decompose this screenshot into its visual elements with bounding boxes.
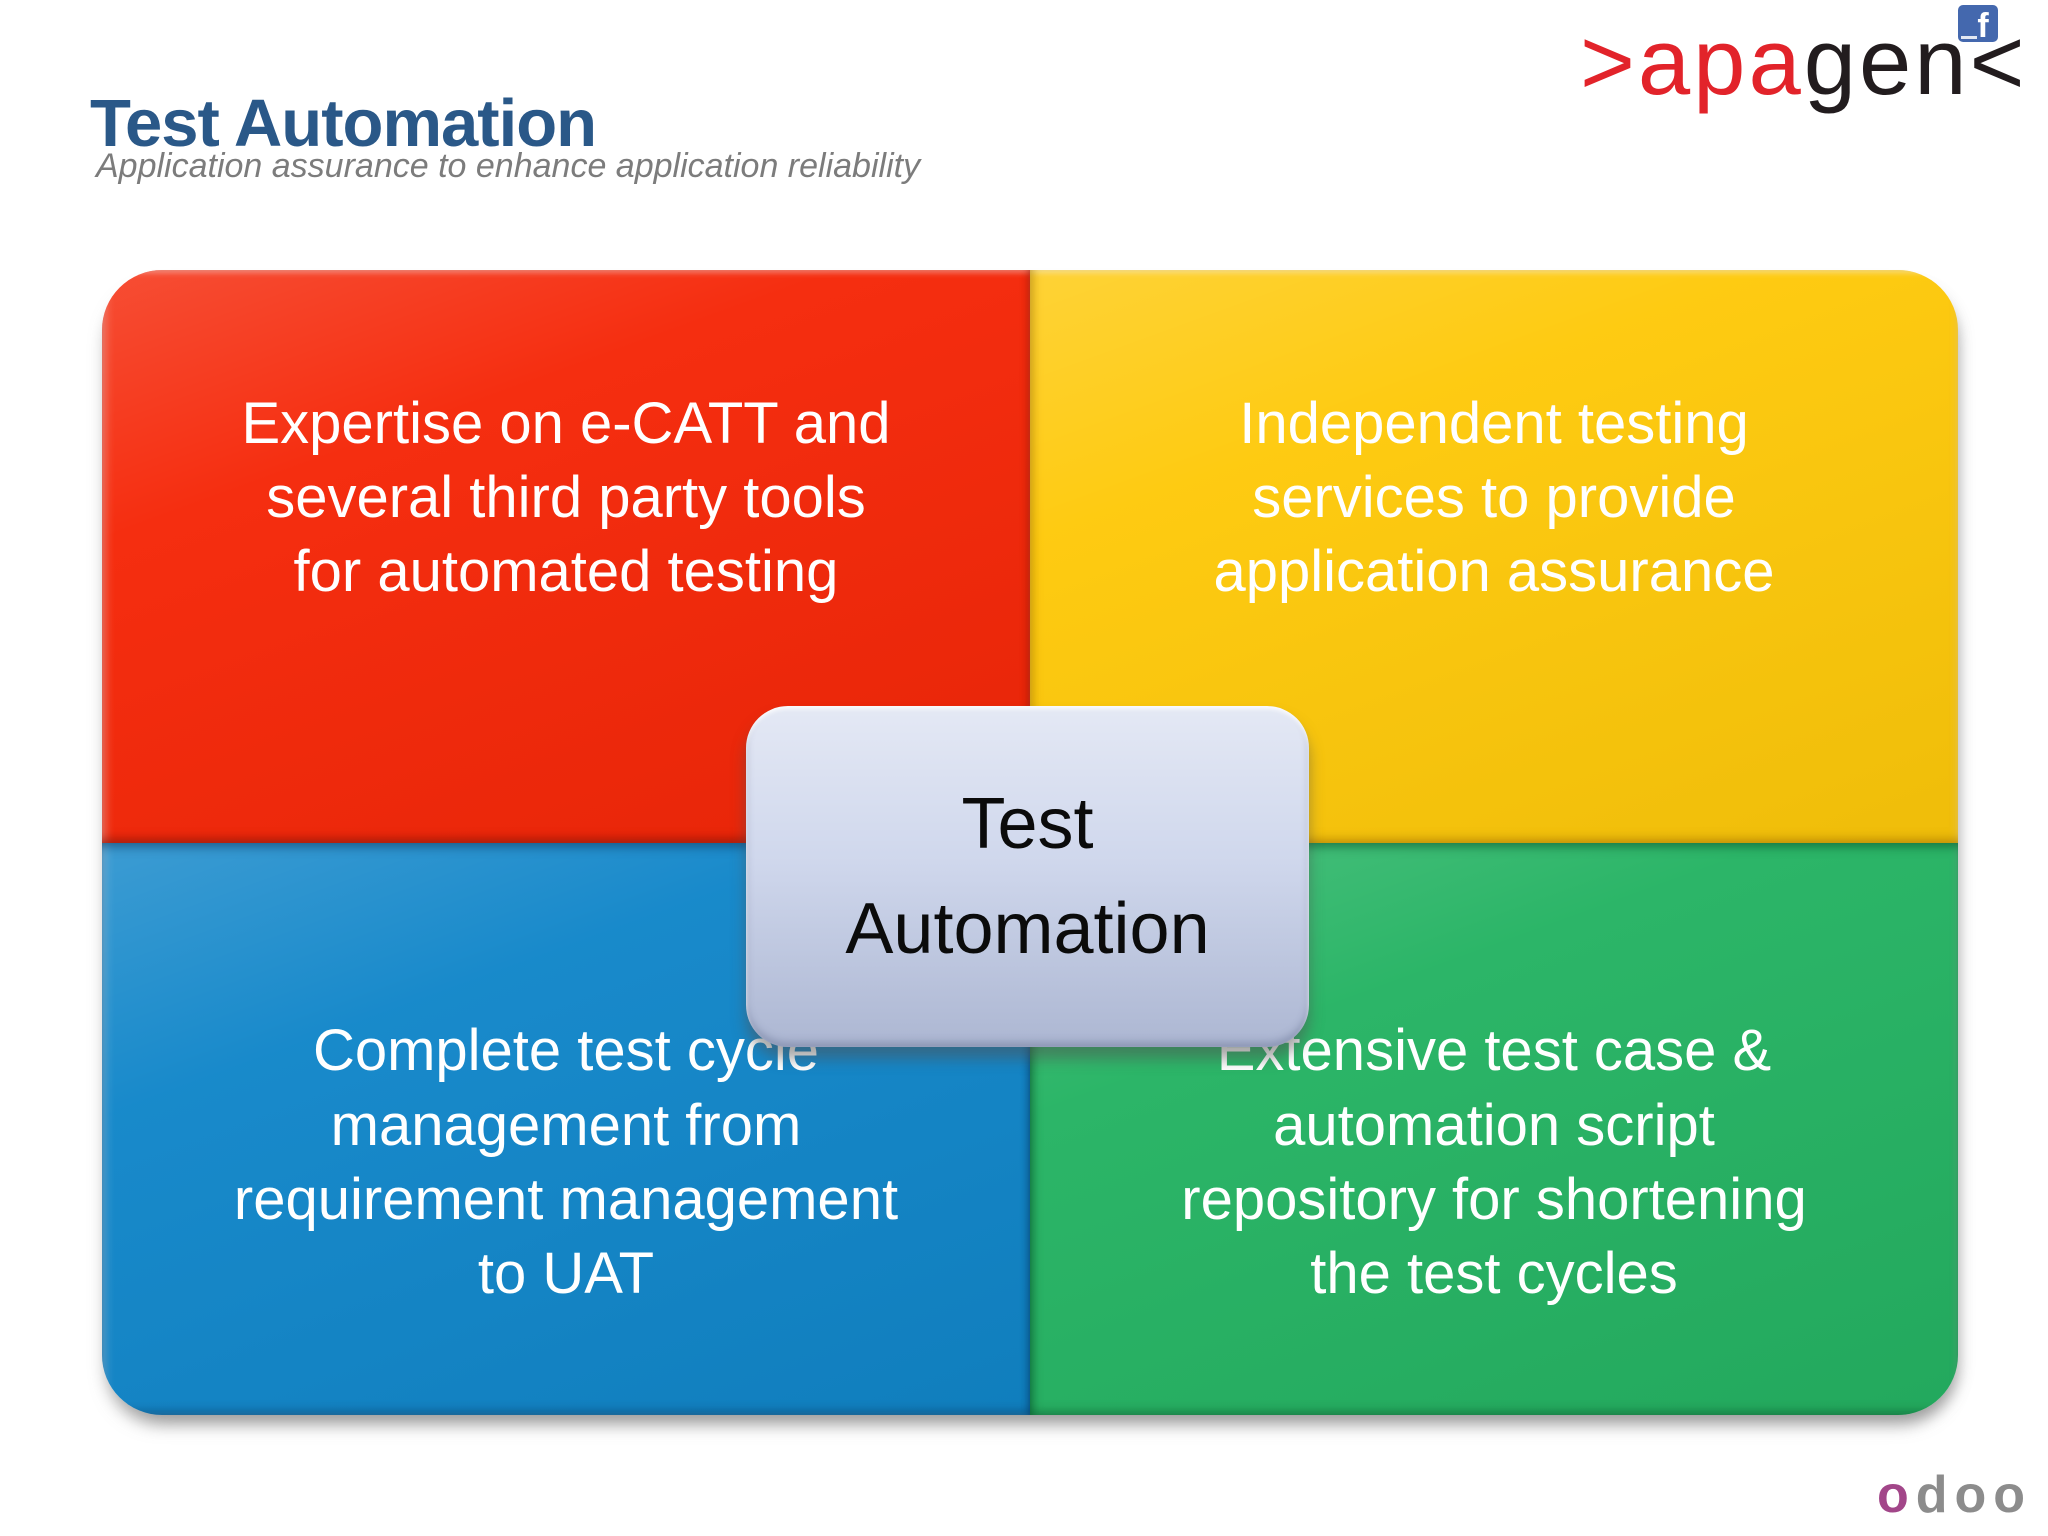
quadrant-independent-testing-text: Independent testing services to provide … xyxy=(1213,390,1775,605)
page-subtitle: Application assurance to enhance applica… xyxy=(96,147,921,185)
center-node-label: Test Automation xyxy=(845,784,1210,969)
quadrant-diagram: Expertise on e-CATT and several third pa… xyxy=(102,270,1958,1415)
facebook-f-glyph: f xyxy=(1977,6,1989,42)
quadrant-script-repository-text: Extensive test case & automation script … xyxy=(1181,1018,1807,1306)
apagen-logo: >apagen< xyxy=(1580,6,2027,118)
odoo-logo-o: o xyxy=(1876,1465,1916,1524)
odoo-logo: odoo xyxy=(1876,1465,2032,1524)
apagen-logo-red-part: >apa xyxy=(1580,9,1804,114)
odoo-logo-doo: doo xyxy=(1915,1465,2032,1524)
quadrant-test-cycle-text: Complete test cycle management from requ… xyxy=(233,1018,899,1306)
facebook-icon: f xyxy=(1958,5,1998,42)
quadrant-expertise-text: Expertise on e-CATT and several third pa… xyxy=(241,390,891,605)
page-title: Test Automation xyxy=(90,85,597,161)
quadrant-independent-testing: Independent testing services to provide … xyxy=(1030,270,1958,843)
quadrant-expertise: Expertise on e-CATT and several third pa… xyxy=(102,270,1030,843)
center-node: Test Automation xyxy=(746,706,1309,1047)
